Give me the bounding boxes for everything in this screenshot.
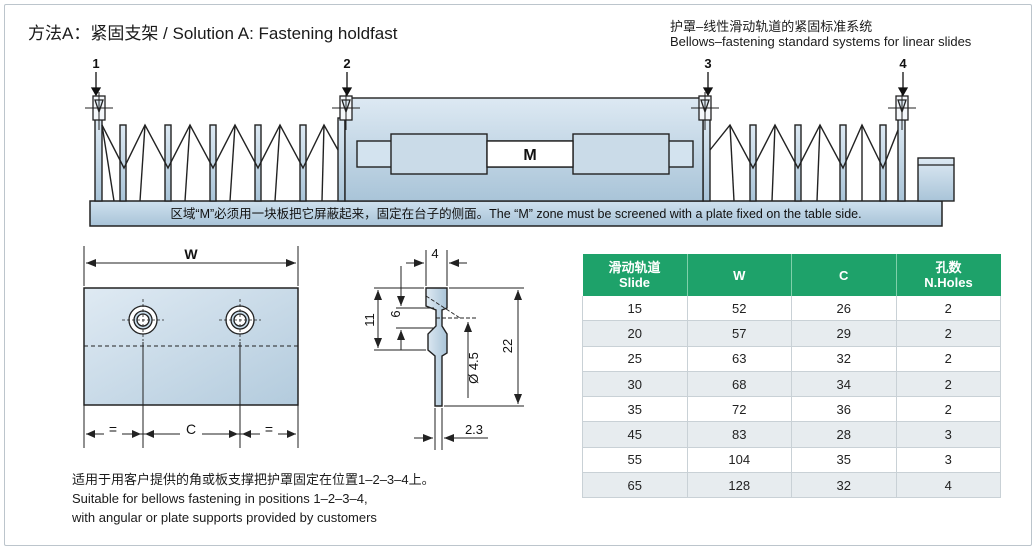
- dim-eq-left: =: [109, 421, 117, 437]
- cell-holes: 4: [896, 472, 1001, 499]
- table-row: 15 52 26 2: [582, 296, 1001, 322]
- cell-w: 128: [687, 472, 792, 499]
- position-label-1: 1: [92, 56, 99, 71]
- position-label-2: 2: [343, 56, 350, 71]
- position-label-3: 3: [704, 56, 711, 71]
- zone-note: 区域“M”必须用一块板把它屏蔽起来，固定在台子的侧面。The “M” zone …: [170, 206, 861, 221]
- dim-4: 4: [431, 246, 438, 261]
- plate-drawing: W = C =: [83, 246, 299, 448]
- subtitle-cn: 护罩–线性滑动轨道的紧固标准系统: [670, 19, 873, 34]
- header-w: W: [687, 254, 792, 296]
- mounting-hole-left: [122, 299, 164, 341]
- table-row: 30 68 34 2: [582, 371, 1001, 398]
- cell-holes: 2: [896, 296, 1001, 322]
- left-bellows: [94, 117, 346, 202]
- page-subtitle: 护罩–线性滑动轨道的紧固标准系统 Bellows–fastening stand…: [670, 19, 971, 49]
- dim-w-label: W: [184, 246, 198, 262]
- bracket-crosshairs: [85, 92, 916, 130]
- cell-w: 57: [687, 320, 792, 347]
- side-view-drawing: 4 11 6 Ø 4.5 22: [362, 246, 524, 450]
- cell-slide: 65: [582, 472, 688, 499]
- cell-slide: 15: [582, 296, 688, 322]
- cell-w: 63: [687, 346, 792, 372]
- bellows-assembly-drawing: 区域“M”必须用一块板把它屏蔽起来，固定在台子的侧面。The “M” zone …: [85, 56, 955, 227]
- dim-hole-diameter: Ø 4.5: [466, 352, 481, 384]
- cell-c: 32: [791, 472, 897, 499]
- base-rail: [89, 200, 943, 227]
- header-c: C: [791, 254, 897, 296]
- cell-c: 26: [791, 296, 897, 322]
- usage-note: 适用于用客户提供的角或板支撑把护罩固定在位置1–2–3–4上。 Suitable…: [72, 470, 435, 527]
- cell-c: 28: [791, 421, 897, 448]
- cell-holes: 3: [896, 447, 1001, 474]
- page-title: 方法A：紧固支架 / Solution A: Fastening holdfas…: [28, 24, 398, 43]
- cell-w: 83: [687, 421, 792, 448]
- dim-c-label: C: [186, 421, 196, 437]
- cell-holes: 3: [896, 421, 1001, 448]
- table-row: 45 83 28 3: [582, 421, 1001, 448]
- cell-slide: 25: [582, 346, 688, 372]
- right-bellows: [702, 117, 906, 202]
- dim-6: 6: [388, 310, 403, 317]
- table-row: 20 57 29 2: [582, 320, 1001, 347]
- cell-c: 36: [791, 396, 897, 423]
- table-row: 25 63 32 2: [582, 346, 1001, 372]
- mounting-hole-right: [219, 299, 261, 341]
- note-line-en-2: with angular or plate supports provided …: [72, 510, 377, 525]
- cell-w: 52: [687, 296, 792, 322]
- position-arrows: [90, 72, 909, 97]
- cell-c: 29: [791, 320, 897, 347]
- cell-holes: 2: [896, 371, 1001, 398]
- table-row: 65 128 32 4: [582, 472, 1001, 499]
- cell-slide: 55: [582, 447, 688, 474]
- note-line-cn: 适用于用客户提供的角或板支撑把护罩固定在位置1–2–3–4上。: [72, 472, 435, 487]
- cell-w: 104: [687, 447, 792, 474]
- note-line-en-1: Suitable for bellows fastening in positi…: [72, 491, 368, 506]
- cell-holes: 2: [896, 320, 1001, 347]
- cell-holes: 2: [896, 346, 1001, 372]
- table-row: 35 72 36 2: [582, 396, 1001, 423]
- m-zone-label: M: [523, 147, 536, 164]
- cell-c: 35: [791, 447, 897, 474]
- cell-slide: 30: [582, 371, 688, 398]
- dim-2-3: 2.3: [465, 422, 483, 437]
- position-label-4: 4: [899, 56, 907, 71]
- table-row: 55 104 35 3: [582, 447, 1001, 474]
- cell-slide: 45: [582, 421, 688, 448]
- cell-w: 68: [687, 371, 792, 398]
- cell-c: 34: [791, 371, 897, 398]
- cell-w: 72: [687, 396, 792, 423]
- dim-11: 11: [362, 313, 377, 327]
- cell-c: 32: [791, 346, 897, 372]
- cell-slide: 35: [582, 396, 688, 423]
- cell-holes: 2: [896, 396, 1001, 423]
- dim-22: 22: [500, 339, 515, 353]
- subtitle-en: Bellows–fastening standard systems for l…: [670, 34, 972, 49]
- center-table: [344, 97, 704, 202]
- dim-eq-right: =: [265, 421, 273, 437]
- side-profile: [425, 287, 448, 407]
- cell-slide: 20: [582, 320, 688, 347]
